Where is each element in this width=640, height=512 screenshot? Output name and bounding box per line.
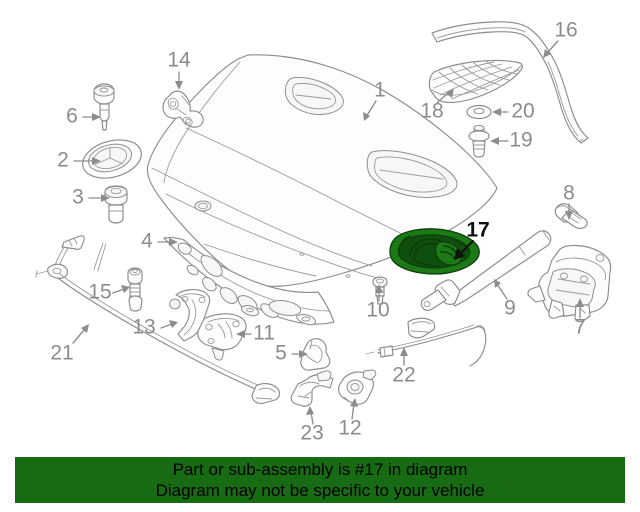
callout-number-23: 23	[300, 422, 323, 445]
part-hood-seal-strip	[431, 21, 589, 144]
callout-number-16: 16	[554, 19, 577, 42]
part-washer-hose-assembly	[35, 235, 281, 405]
callout-number-20: 20	[511, 100, 534, 123]
part-star-emblem	[82, 139, 142, 179]
part-lift-support-strut	[420, 230, 552, 311]
caption-banner: Part or sub-assembly is #17 in diagram D…	[15, 457, 625, 503]
part-hood-release-cable	[365, 317, 487, 367]
callout-number-21: 21	[50, 342, 73, 365]
callout-number-17: 17	[466, 219, 489, 242]
callout-number-10: 10	[366, 299, 389, 322]
callout-number-11: 11	[253, 322, 275, 345]
part-hood-panel	[146, 54, 498, 326]
callout-number-4: 4	[141, 230, 153, 253]
part-latch-bolt	[554, 203, 588, 230]
callout-number-14: 14	[167, 49, 191, 72]
part-washer-nozzle-grommet	[104, 185, 128, 224]
part-cable-clip	[300, 338, 331, 371]
caption-line-1: Part or sub-assembly is #17 in diagram	[172, 460, 468, 479]
callout-numbers: 1 2 3 4 5 6 7 8 9 10 11 12 13 14 15 16 1…	[50, 19, 586, 445]
part-sealing-washer	[466, 104, 492, 120]
callout-number-13: 13	[132, 316, 155, 339]
part-rubber-bump-stop	[127, 267, 143, 312]
part-hood-hinge	[162, 90, 204, 128]
callout-number-15: 15	[88, 281, 111, 304]
parts-diagram-canvas: 1 2 3 4 5 6 7 8 9 10 11 12 13 14 15 16 1…	[35, 19, 612, 445]
callout-number-18: 18	[420, 100, 443, 123]
callout-number-7: 7	[574, 316, 586, 339]
callout-number-22: 22	[392, 364, 415, 387]
diagram-svg: 1 2 3 4 5 6 7 8 9 10 11 12 13 14 15 16 1…	[35, 19, 612, 445]
part-retainer-clip	[338, 369, 377, 405]
callout-number-8: 8	[563, 182, 575, 205]
part-mesh-insulator-pad	[428, 59, 523, 104]
part-washer-nozzle	[93, 83, 115, 131]
callout-number-2: 2	[57, 149, 69, 172]
part-support-bracket	[169, 289, 211, 342]
part-cable-guide-clip	[290, 370, 334, 407]
caption-line-2: Diagram may not be specific to your vehi…	[155, 481, 485, 500]
callout-number-1: 1	[374, 79, 386, 102]
callout-number-9: 9	[504, 297, 516, 320]
part-mounting-bolt	[468, 124, 490, 158]
callout-leaders	[72, 40, 584, 425]
callout-number-12: 12	[338, 417, 361, 440]
callout-number-19: 19	[509, 129, 532, 152]
callout-number-6: 6	[66, 105, 78, 128]
callout-number-3: 3	[72, 186, 84, 209]
part-hinge-plate	[197, 313, 247, 361]
part-hood-latch-assembly	[527, 244, 612, 323]
callout-number-5: 5	[275, 342, 287, 365]
